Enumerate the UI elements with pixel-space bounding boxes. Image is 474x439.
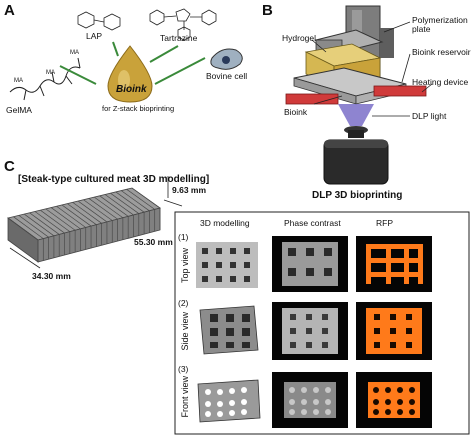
groove-line xyxy=(110,192,139,214)
gelma-chain xyxy=(9,57,81,101)
row-label-front-view: Front view xyxy=(180,376,190,418)
row1-phase-contrast xyxy=(272,236,348,292)
row-num-1: (1) xyxy=(178,232,189,242)
groove-line xyxy=(83,199,113,221)
steak-model-grooves xyxy=(7,187,161,262)
panel-label-a: A xyxy=(4,2,15,19)
panel-b-leaders xyxy=(311,21,433,117)
bioink-reservoir-label: Bioink reservoir xyxy=(412,47,471,57)
groove-line xyxy=(50,207,81,230)
groove-line xyxy=(94,196,124,219)
heating-device-label: Heating device xyxy=(412,77,469,87)
row3-rfp xyxy=(356,372,432,428)
dlp-light-label: DLP light xyxy=(412,111,447,121)
steak-3d-model xyxy=(7,187,161,263)
results-frame xyxy=(174,211,470,435)
groove-line xyxy=(67,203,97,225)
groove-line xyxy=(23,213,55,237)
row2-3d-model xyxy=(196,304,260,356)
row1-rfp xyxy=(356,236,432,292)
panel-c-title: [Steak-type cultured meat 3D modelling] xyxy=(18,174,210,185)
tartrazine-label: Tartrazine xyxy=(160,33,198,43)
groove-line xyxy=(131,187,161,209)
panel-b-title: DLP 3D bioprinting xyxy=(312,190,403,201)
lap-label: LAP xyxy=(86,31,103,41)
tartrazine-molecule xyxy=(149,8,217,41)
panel-c-dimension-lines xyxy=(9,176,183,269)
hydrogel-label: Hydrogel xyxy=(282,33,317,43)
groove-line xyxy=(34,211,65,234)
gelma-label: GelMA xyxy=(6,105,32,115)
groove-line xyxy=(61,204,92,227)
row-label-top-view: Top view xyxy=(180,248,190,284)
row-num-2: (2) xyxy=(178,298,189,308)
row3-3d-model xyxy=(194,378,262,424)
groove-line xyxy=(88,198,118,220)
groove-line xyxy=(40,209,71,232)
groove-line xyxy=(72,202,102,224)
bovine-cell-icon xyxy=(210,48,243,70)
groove-line xyxy=(77,200,108,223)
dim-height-label: 9.63 mm xyxy=(172,185,207,195)
row-num-3: (3) xyxy=(178,364,189,374)
col-header-rfp: RFP xyxy=(376,218,393,228)
panel-a-arrows xyxy=(59,41,206,85)
groove-line xyxy=(121,190,150,212)
lap-molecule xyxy=(77,11,121,31)
bovine-cell-label: Bovine cell xyxy=(206,71,248,81)
groove-line xyxy=(115,191,145,213)
row-label-side-view: Side view xyxy=(180,312,190,351)
ma-label-1: MA xyxy=(14,78,23,84)
groove-line xyxy=(56,205,86,228)
bioink-label: Bioink xyxy=(116,84,147,95)
groove-line xyxy=(104,194,134,216)
col-header-phase-contrast: Phase contrast xyxy=(284,218,341,228)
polymerization-plate-label: Polymerization plate xyxy=(412,15,468,34)
row2-rfp xyxy=(356,302,432,360)
bioink-sub-label: for Z-stack bioprinting xyxy=(102,104,175,113)
dlp-printer-graphic xyxy=(285,5,427,185)
panel-label-c: C xyxy=(4,158,15,175)
groove-line xyxy=(18,215,49,238)
groove-line xyxy=(7,217,39,241)
groove-line xyxy=(126,189,155,210)
panel-label-b: B xyxy=(262,2,273,19)
row3-phase-contrast xyxy=(272,372,348,428)
dim-depth-label: 55.30 mm xyxy=(134,237,173,247)
groove-line xyxy=(99,195,129,217)
dim-width-label: 34.30 mm xyxy=(32,271,71,281)
col-header-3d-modelling: 3D modelling xyxy=(200,218,250,228)
groove-line xyxy=(45,208,76,231)
row1-3d-model xyxy=(196,242,258,288)
groove-line xyxy=(29,212,60,235)
bioink-droplet xyxy=(107,45,153,103)
bioink-b-label: Bioink xyxy=(284,107,308,117)
row2-phase-contrast xyxy=(272,302,348,360)
ma-label-2: MA xyxy=(46,70,55,76)
ma-label-3: MA xyxy=(70,50,79,56)
groove-line xyxy=(13,216,44,239)
